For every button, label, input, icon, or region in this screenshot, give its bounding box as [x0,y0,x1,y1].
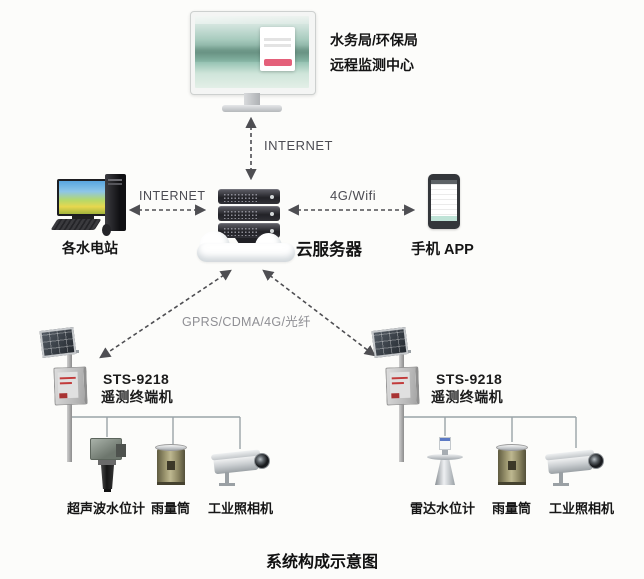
cloud-server-node [218,189,280,241]
gauge-collar [98,460,116,465]
sensor-label: 雨量筒 [151,501,191,516]
desktop-monitor-icon [57,179,107,216]
telemetry-station-left [39,326,110,466]
rain-gauge-base [498,482,526,485]
rain-gauge-label-patch [508,461,516,470]
desktop-wallpaper [59,181,105,214]
radar-horn [435,458,455,485]
station-pole [67,350,72,462]
terminal-box-label-sticker [389,371,411,399]
server-rack-unit-icon [218,189,280,204]
terminal-box-icon [53,366,88,406]
rain-gauge-icon [496,444,556,500]
mobile-app-label: 手机 APP [411,242,474,258]
monitor-icon [190,11,316,95]
login-card [260,26,296,72]
cloud-icon [197,243,295,262]
radar-head [439,437,451,450]
pc-tower-icon [105,174,126,231]
radar-level-gauge-icon [427,437,487,493]
hydro-station-label: 各水电站 [62,240,118,256]
camera-foot [553,483,569,486]
gauge-tip [104,489,111,492]
monitoring-center-label-line1: 水务局/环保局 [330,32,418,48]
terminal-left-name: 遥测终端机 [101,389,173,405]
keyboard-icon [50,219,102,230]
phone-screen [431,180,457,221]
sensor-label: 工业照相机 [208,501,274,516]
diagram-title: 系统构成示意图 [265,554,378,571]
industrial-camera-icon [213,446,274,502]
server-rack-unit-icon [218,206,280,221]
sensor-label: 工业照相机 [549,501,615,516]
monitoring-center-node [190,11,316,113]
monitor-screen [195,16,309,88]
hydro-station-node [50,172,142,237]
desktop-monitor-foot [72,216,94,219]
mouse-icon [102,224,111,236]
cloud-server-label: 云服务器 [296,241,362,259]
sensor-label: 雨量筒 [492,501,532,516]
wifi-label: 4G/Wifi [330,188,377,203]
rain-gauge-icon [155,444,215,500]
terminal-box-label-sticker [57,371,79,399]
internet-top-label: INTERNET [264,138,333,153]
terminal-box-icon [385,366,420,406]
login-button-graphic [263,58,292,67]
monitoring-center-label-line2: 远程监测中心 [330,57,414,73]
gprs-label: GPRS/CDMA/4G/光纤 [182,315,311,329]
industrial-camera-icon [547,446,608,502]
monitor-stand-base [222,105,282,112]
camera-body [547,453,593,475]
telemetry-station-right [371,326,442,466]
rain-gauge-rim [155,444,187,451]
camera-lens [588,453,604,469]
ultrasonic-level-gauge-icon [90,438,150,494]
radar-neck [442,450,448,455]
camera-bracket [225,472,229,484]
sensor-label: 超声波水位计 [67,501,146,516]
mobile-app-node [428,174,460,229]
gauge-probe [101,465,114,489]
solar-panel-icon [371,327,409,358]
internet-left-label: INTERNET [139,189,206,203]
monitor-screen-navbar [195,16,309,24]
station-pole [399,350,404,462]
terminal-right-model: STS-9218 [436,371,503,387]
sensor-label: 雷达水位计 [410,501,476,516]
gauge-attachment [116,444,126,457]
monitor-stand-neck [244,93,260,105]
rain-gauge-label-patch [167,461,175,470]
camera-lens [254,453,270,469]
terminal-left-model: STS-9218 [103,371,170,387]
radar-disc [427,454,463,460]
solar-panel-icon [39,327,77,358]
camera-body [213,453,259,475]
rain-gauge-base [157,482,185,485]
camera-bracket [559,472,563,484]
terminal-right-name: 遥测终端机 [431,389,503,405]
phone-toolbar [431,216,457,221]
camera-foot [219,483,235,486]
rain-gauge-rim [496,444,528,451]
phone-statusbar [431,180,457,184]
